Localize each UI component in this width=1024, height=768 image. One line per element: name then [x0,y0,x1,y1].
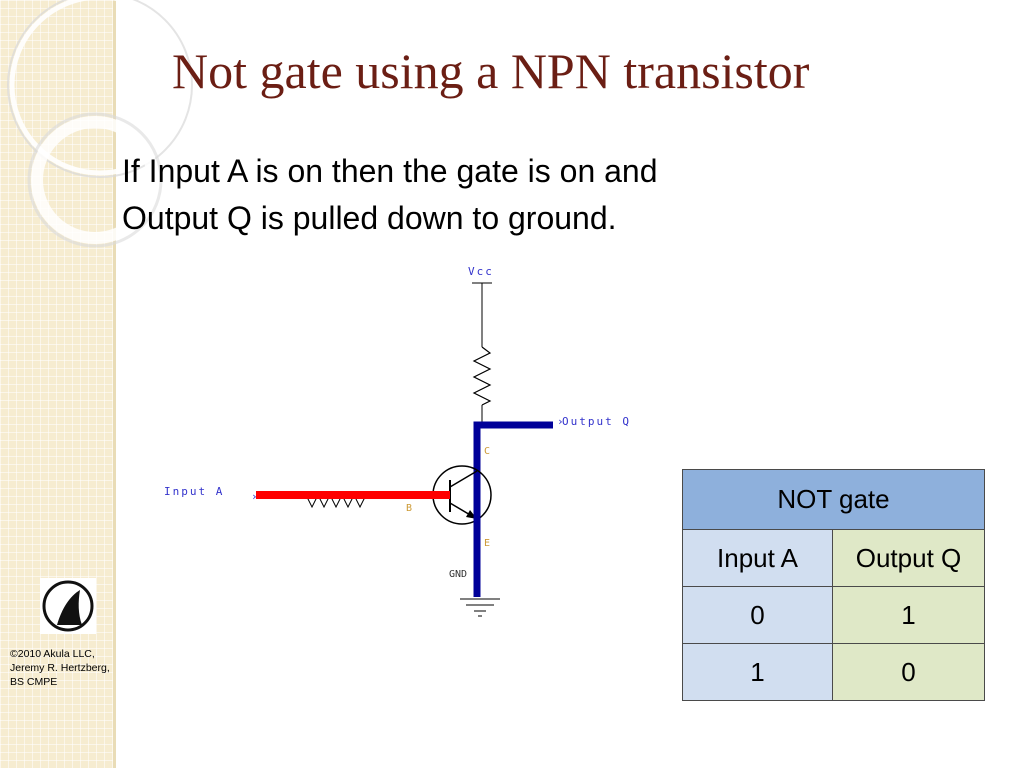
not-gate-circuit: Vcc › Output Q C E GND Input A › B [164,265,631,617]
truth-table: NOT gate Input A Output Q 0 1 1 0 [682,469,985,701]
vcc-label: Vcc [468,265,494,278]
slide-title: Not gate using a NPN transistor [172,43,810,99]
copyright-credit: ©2010 Akula LLC, Jeremy R. Hertzberg, BS… [10,647,110,689]
column-header-input: Input A [682,529,833,587]
emitter-label: E [484,538,490,549]
decorative-rings [7,0,193,248]
truth-table-title: NOT gate [682,469,985,530]
credit-line-1: ©2010 Akula LLC, [10,648,95,660]
column-header-output: Output Q [832,529,985,587]
collector-label: C [484,446,490,457]
credit-line-2: Jeremy R. Hertzberg, [10,662,110,674]
output-q-value: 0 [832,643,985,701]
input-a-value: 1 [682,643,833,701]
akula-logo-icon [40,578,96,634]
base-label: B [406,503,412,514]
output-q-value: 1 [832,586,985,644]
transistor-collector-lead [449,470,478,488]
input-label: Input A [164,485,224,498]
body-line-2: Output Q is pulled down to ground. [122,200,617,236]
collector-resistor [472,346,492,406]
output-label: Output Q [562,415,631,428]
input-a-value: 0 [682,586,833,644]
table-row: 1 0 [682,643,985,701]
ground-label: GND [449,569,467,580]
sidebar-edge [113,0,116,768]
slide-body: If Input A is on then the gate is on and… [122,148,822,242]
output-arrow: › [557,415,564,428]
table-row: 0 1 [682,586,985,644]
credit-line-3: BS CMPE [10,676,58,688]
body-line-1: If Input A is on then the gate is on and [122,153,658,189]
input-arrow: › [251,490,258,503]
